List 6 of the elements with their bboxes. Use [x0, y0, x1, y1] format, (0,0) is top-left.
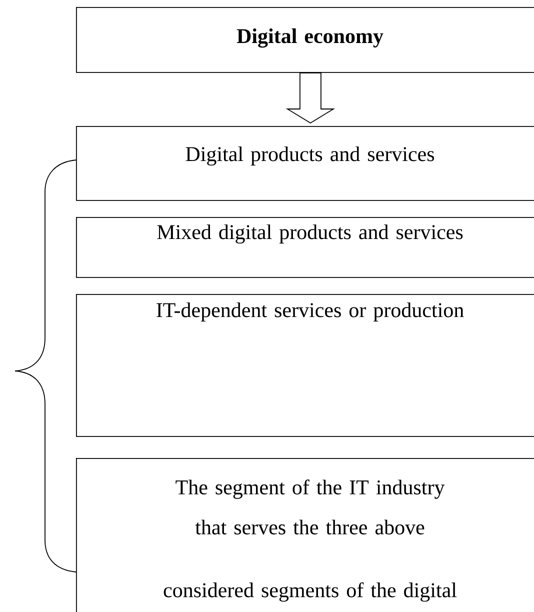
block-arrow — [286, 72, 336, 124]
text-box: The segment of the IT industry that serves the three above considered segments of the digital — [76, 458, 534, 612]
text-box: Mixed digital products and services — [76, 217, 534, 278]
text-box: Digital products and services — [76, 126, 534, 201]
text-box: Digital economy — [76, 7, 534, 73]
text-box: IT-dependent services or production — [76, 294, 534, 437]
